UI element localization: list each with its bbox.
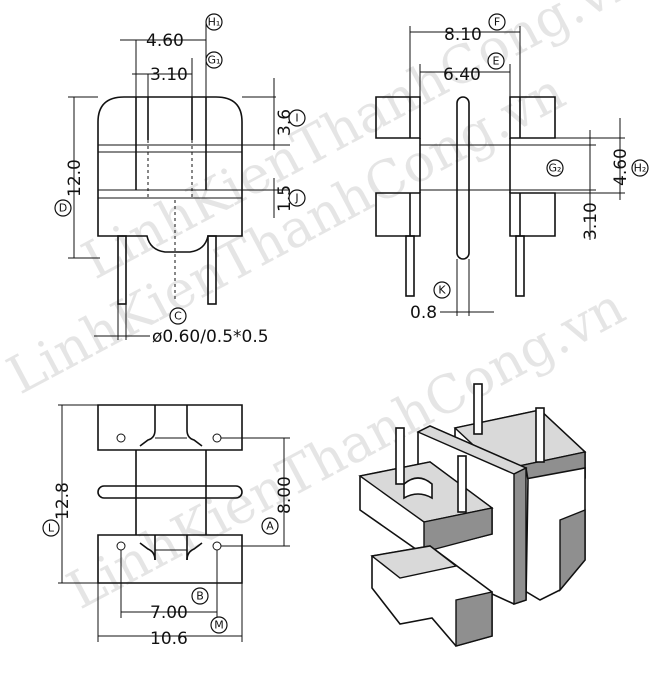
dim-8-00: 8.00	[275, 476, 295, 514]
front-view: 4.60 3.10 12.0 3.6 1.5 ø0.60/0.5*0.5 H₁ …	[54, 13, 306, 347]
dim-3-10-side: 3.10	[581, 202, 601, 240]
marker-h2-label: H₂	[634, 162, 647, 175]
marker-g1-label: G₁	[208, 54, 221, 67]
marker-m-label: M	[214, 619, 224, 632]
top-view: 12.8 8.00 7.00 10.6 L A B M	[42, 404, 295, 649]
dim-0-8: 0.8	[410, 303, 437, 323]
marker-h2: H₂	[631, 159, 649, 177]
marker-i: I	[288, 109, 306, 127]
dim-1-5: 1.5	[275, 185, 295, 212]
dim-6-40: 6.40	[443, 65, 481, 85]
marker-h1-label: H₁	[208, 16, 221, 29]
marker-g2-label: G₂	[549, 162, 562, 175]
marker-a-label: A	[266, 520, 274, 533]
marker-l: L	[42, 519, 60, 537]
dim-12-0: 12.0	[65, 159, 85, 197]
dim-7-00: 7.00	[150, 603, 188, 623]
marker-f: F	[488, 13, 506, 31]
marker-h1: H₁	[205, 13, 223, 31]
marker-m: M	[210, 616, 228, 634]
dim-4-60: 4.60	[146, 31, 184, 51]
isometric-view	[358, 383, 587, 647]
dim-pin-diameter: ø0.60/0.5*0.5	[152, 327, 269, 347]
marker-c: C	[169, 307, 187, 325]
marker-d-label: D	[59, 202, 67, 215]
marker-j: J	[288, 189, 306, 207]
marker-i-label: I	[295, 112, 298, 125]
marker-g2: G₂	[546, 159, 564, 177]
marker-d: D	[54, 199, 72, 217]
dim-12-8: 12.8	[53, 482, 73, 520]
marker-g1: G₁	[205, 51, 223, 69]
marker-j-label: J	[294, 192, 298, 205]
marker-e-label: E	[493, 55, 500, 68]
marker-e: E	[487, 52, 505, 70]
dim-8-10: 8.10	[444, 25, 482, 45]
dim-3-10: 3.10	[150, 65, 188, 85]
marker-a: A	[261, 517, 279, 535]
marker-b-label: B	[196, 590, 204, 603]
dim-4-60-side: 4.60	[611, 148, 631, 186]
marker-k: K	[433, 281, 451, 299]
marker-f-label: F	[494, 16, 500, 29]
marker-k-label: K	[438, 284, 446, 297]
marker-l-label: L	[48, 522, 55, 535]
marker-c-label: C	[174, 310, 182, 323]
marker-b: B	[191, 587, 209, 605]
side-view: 8.10 6.40 4.60 3.10 0.8 F E G₂ H₂ K	[375, 13, 649, 323]
dim-10-6: 10.6	[150, 629, 188, 649]
